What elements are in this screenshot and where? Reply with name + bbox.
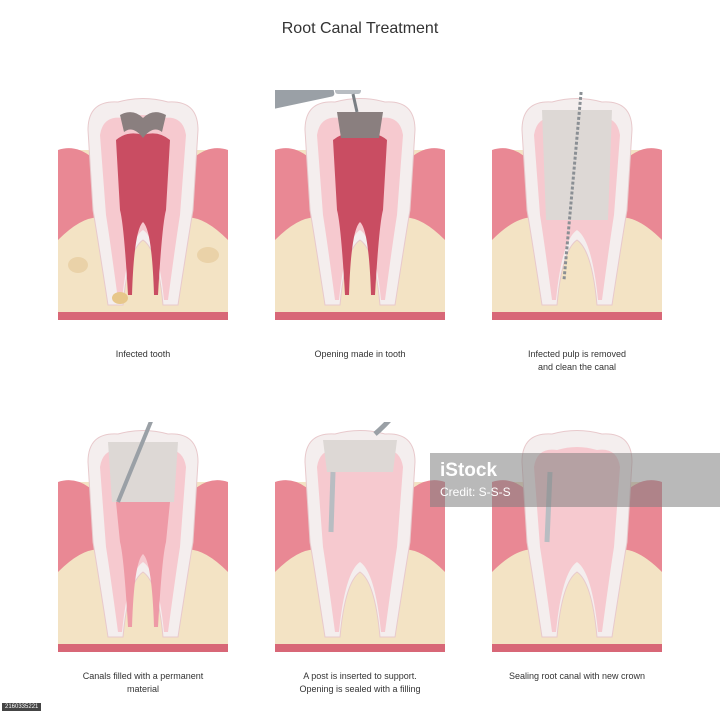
drill-bit [351,93,359,113]
step-3-panel: Infected pulp is removed and clean the c… [492,90,662,372]
opening-tooth-illustration [275,90,445,320]
step-5-panel: A post is inserted to support. Opening i… [275,422,445,694]
opening [337,112,383,138]
step-4-caption: Canals filled with a permanent material [82,671,204,694]
page-title: Root Canal Treatment [281,20,439,37]
watermark-band [430,453,720,507]
bone-pore [68,257,88,273]
canals-filled-illustration [58,422,228,652]
endodontic-file [562,90,583,281]
step-1-panel: Infected tooth [58,90,228,359]
step-5-caption: A post is inserted to support. Opening i… [299,671,421,694]
filling [323,440,397,472]
infected-pulp [333,133,387,295]
blood-vessel [275,644,445,652]
support-post [328,471,336,533]
blood-vessel [275,312,445,320]
sealing-instrument-icon [373,422,391,436]
chamber [108,442,178,502]
infected-tooth-illustration [58,98,228,320]
step-1-caption: Infected tooth [115,349,171,359]
abscess [112,292,128,304]
blood-vessel [58,312,228,320]
infected-pulp [116,133,170,295]
pulp-removed-illustration [492,90,662,320]
filled-canals [116,502,170,627]
step-4-panel: Canals filled with a permanent material [58,422,228,694]
watermark-credit: Credit: S-S-S [440,485,511,499]
post-inserted-illustration [275,422,445,652]
bone-pore [197,247,219,263]
dental-drill-icon [275,90,335,110]
step-6-caption: Sealing root canal with new crown [508,671,646,681]
cleaned-chamber [542,110,612,220]
step-3-caption: Infected pulp is removed and clean the c… [527,349,627,372]
watermark-logo: iStock [440,460,498,481]
stock-id-label: 2160335221 [2,703,42,711]
blood-vessel [492,644,662,652]
cavity [120,112,166,138]
step-2-caption: Opening made in tooth [314,349,406,359]
filling-instrument-icon [116,422,153,503]
drill-head [335,90,361,94]
step-2-panel: Opening made in tooth [275,90,445,359]
blood-vessel [58,644,228,652]
blood-vessel [492,312,662,320]
dentin [317,447,403,632]
